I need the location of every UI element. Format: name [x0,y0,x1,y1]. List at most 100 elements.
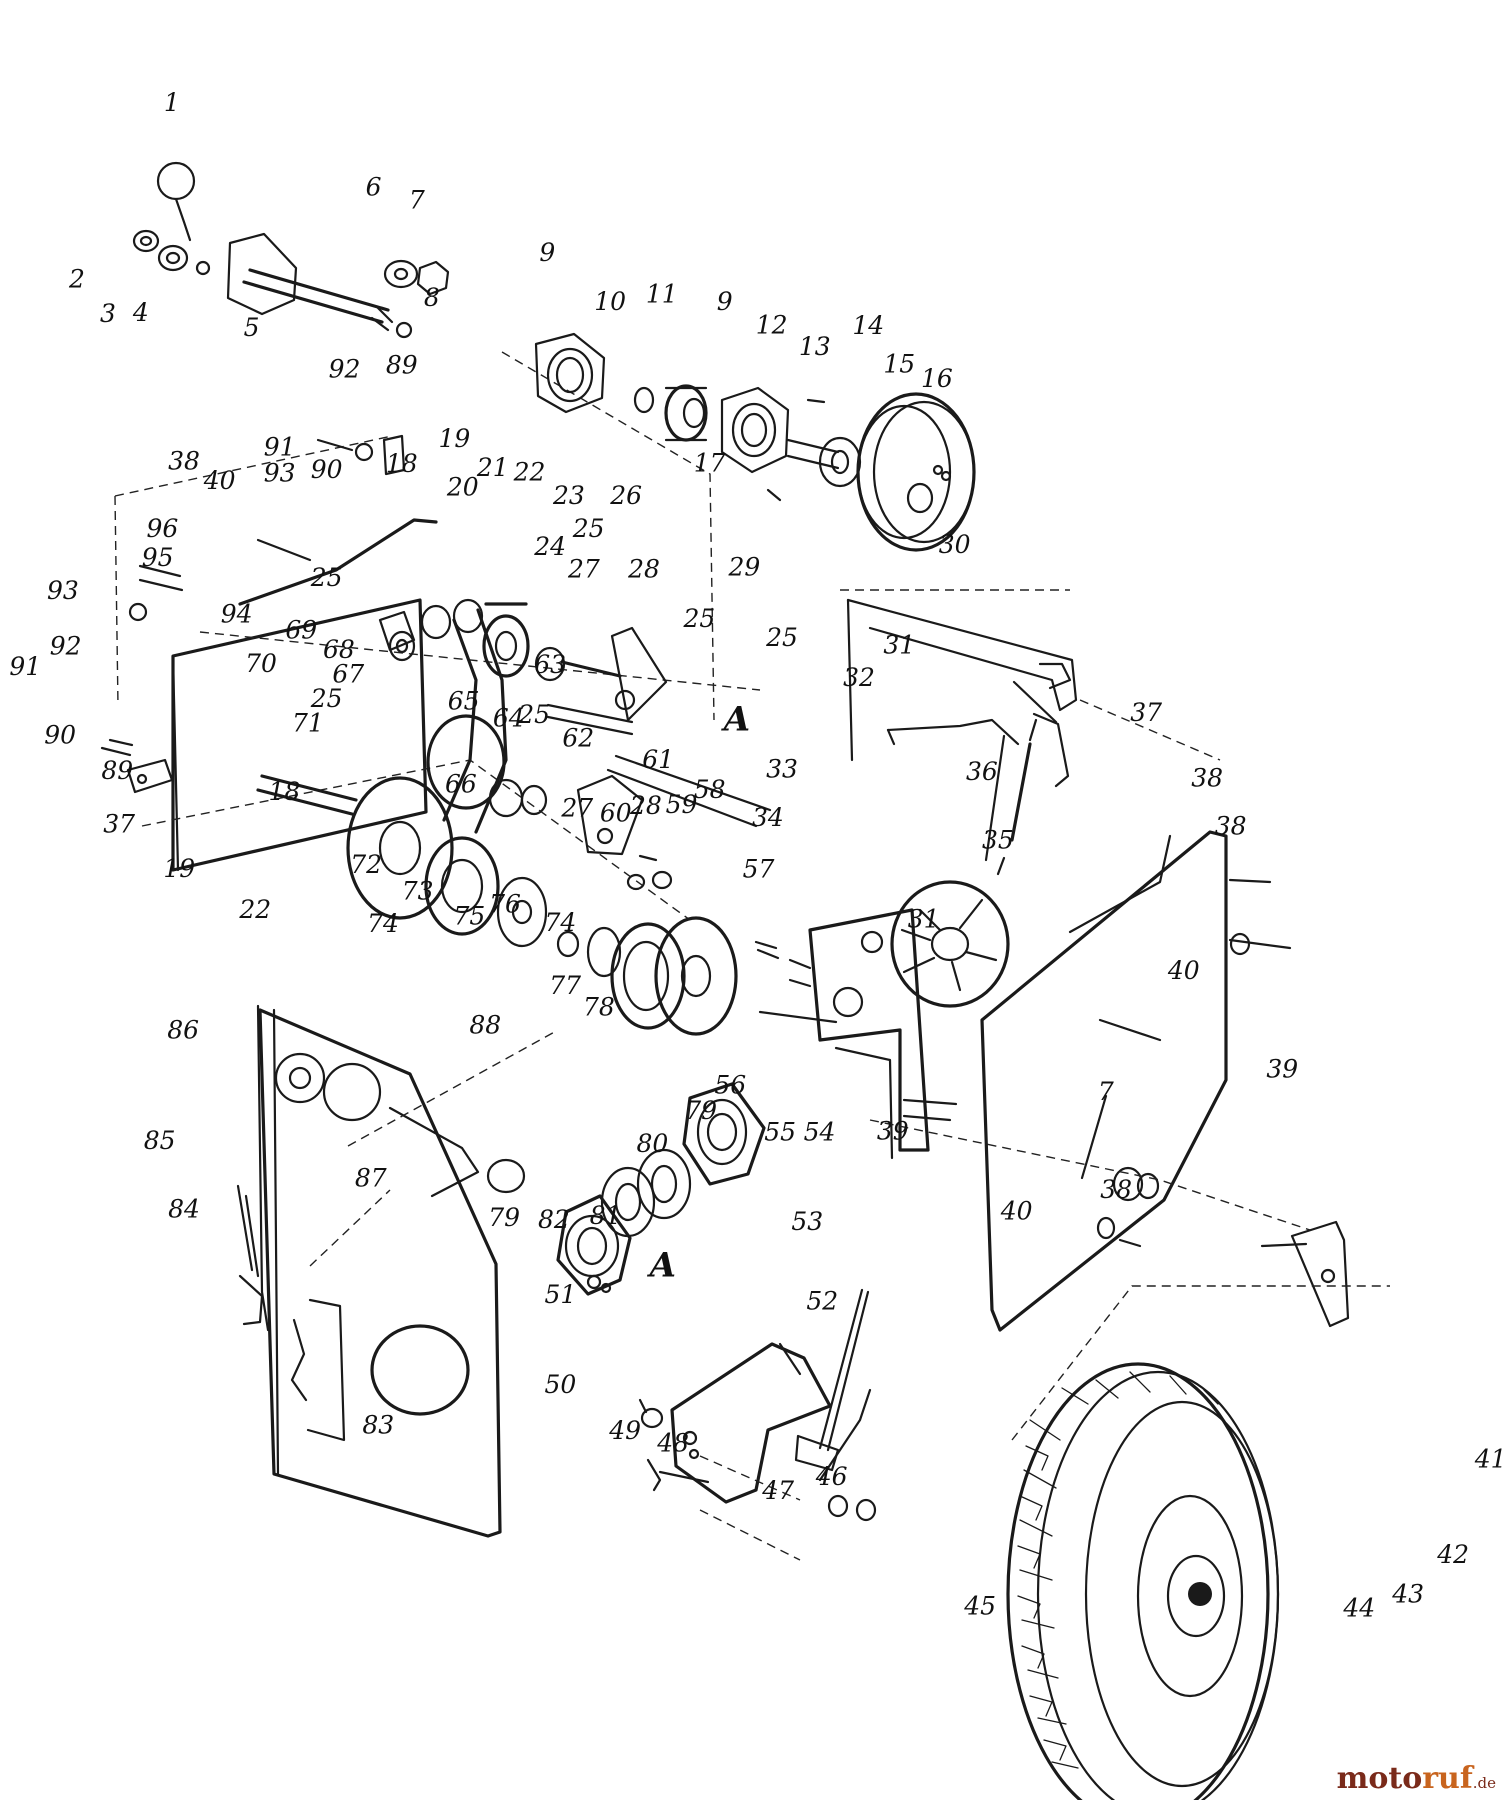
callout-93: 93 [264,459,296,488]
callout-31: 31 [908,905,940,934]
callout-31: 31 [883,630,915,659]
callout-87: 87 [355,1164,387,1193]
callout-6: 6 [366,172,382,201]
callout-38: 38 [1100,1175,1132,1204]
callout-23: 23 [552,481,585,510]
right-bracket-spring [758,598,1078,1160]
callout-66: 66 [445,769,477,798]
callout-65: 65 [448,687,480,716]
callout-91: 91 [264,432,296,461]
callout-25: 25 [517,700,550,729]
callout-38: 38 [168,446,200,475]
callout-61: 61 [642,745,674,774]
callout-52: 52 [806,1287,838,1316]
callout-40: 40 [1167,956,1200,985]
callout-2: 2 [68,264,85,293]
callout-39: 39 [877,1117,909,1146]
callout-89: 89 [386,351,418,380]
callout-88: 88 [469,1011,501,1040]
callout-28: 28 [627,554,660,583]
callout-19: 19 [438,424,470,453]
callout-71: 71 [292,708,324,737]
callout-37: 37 [1130,698,1162,727]
callout-70: 70 [245,649,277,678]
callout-92: 92 [50,631,82,660]
pulley-bearing-assembly [501,332,976,721]
callout-82: 82 [538,1205,570,1234]
callout-41: 41 [1474,1444,1502,1473]
chain-drive [199,598,780,1036]
callout-50: 50 [544,1370,576,1399]
callout-17: 17 [694,448,726,477]
callout-13: 13 [799,332,831,361]
lower-bracket-assembly [638,1288,877,1561]
callout-51: 51 [544,1280,576,1309]
right-frame-plate [840,589,1350,1332]
callout-74: 74 [367,909,399,938]
callout-63: 63 [534,650,566,679]
callout-57: 57 [743,855,775,884]
callout-8: 8 [424,283,440,312]
callout-53: 53 [791,1207,823,1236]
callout-26: 26 [609,481,642,510]
callout-12: 12 [756,310,788,339]
callout-19: 19 [163,854,195,883]
callout-46: 46 [815,1462,848,1491]
callout-9: 9 [717,287,733,316]
callout-35: 35 [982,826,1014,855]
motoruf-watermark: motoruf.de [1336,1761,1496,1796]
callout-25: 25 [765,623,798,652]
callout-73: 73 [402,876,434,905]
callout-40: 40 [1000,1196,1033,1225]
callout-94: 94 [221,599,253,628]
callout-76: 76 [489,890,521,919]
callout-32: 32 [843,663,875,692]
callout-33: 33 [766,754,798,783]
callout-84: 84 [168,1195,200,1224]
callout-25: 25 [682,604,715,633]
callout-25: 25 [310,563,343,592]
callout-18: 18 [386,449,418,478]
reference-labels: AA [647,699,750,1285]
callout-10: 10 [594,287,626,316]
lower-left-plate [236,1004,559,1538]
callout-4: 4 [132,298,149,327]
left-frame-plate [100,434,691,921]
callout-95: 95 [142,543,174,572]
callout-79: 79 [685,1096,717,1125]
callout-24: 24 [533,532,566,561]
callout-69: 69 [285,615,317,644]
flange-bearings [556,1082,766,1296]
callout-7: 7 [1098,1077,1114,1106]
callout-85: 85 [144,1126,176,1155]
callout-58: 58 [694,775,726,804]
callout-92: 92 [329,354,361,383]
callout-90: 90 [44,721,76,750]
callout-56: 56 [714,1071,746,1100]
shift-rod-assembly [132,161,450,339]
callout-75: 75 [453,902,485,931]
callout-89: 89 [101,756,133,785]
reference-label-a: A [647,1246,676,1286]
callout-3: 3 [100,299,116,328]
callout-27: 27 [560,794,593,823]
callout-21: 21 [476,453,509,482]
callout-15: 15 [883,350,915,379]
callout-14: 14 [852,311,884,340]
callout-81: 81 [590,1201,622,1230]
callout-39: 39 [1266,1055,1298,1084]
callout-16: 16 [921,364,953,393]
callout-36: 36 [966,757,998,786]
callout-45: 45 [963,1592,996,1621]
callout-90: 90 [311,455,343,484]
callout-43: 43 [1391,1579,1424,1608]
callout-60: 60 [600,798,632,827]
callout-48: 48 [656,1428,689,1457]
callout-20: 20 [446,473,479,502]
callout-72: 72 [350,850,382,879]
reference-label-a: A [721,699,750,739]
callout-78: 78 [583,993,615,1022]
callout-79: 79 [488,1203,520,1232]
callout-93: 93 [47,576,79,605]
